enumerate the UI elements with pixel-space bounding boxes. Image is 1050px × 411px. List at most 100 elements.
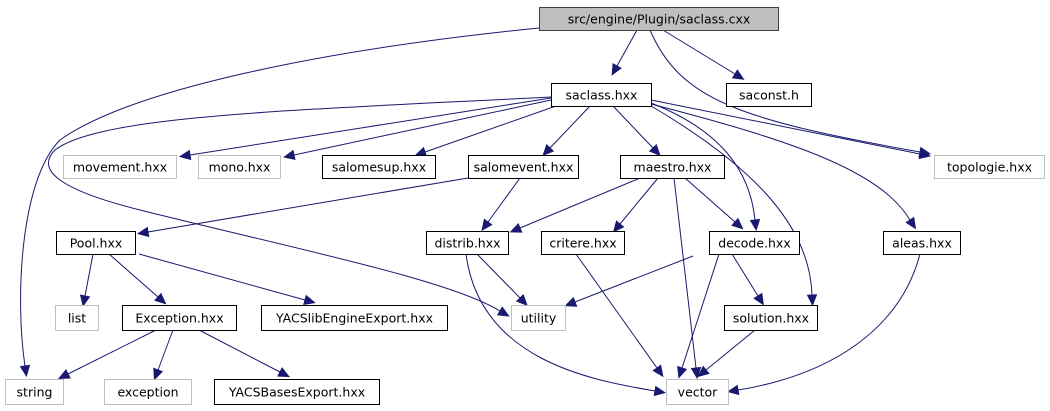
edge-line [20, 27, 540, 367]
edge-line [650, 105, 813, 296]
edge-saclass-hxx-to-topologie-hxx [650, 99, 931, 160]
arrowhead-icon [136, 226, 150, 238]
edge-line [138, 253, 306, 301]
edge-line [424, 105, 557, 153]
arrowhead-icon [806, 294, 818, 307]
node-distrib-hxx[interactable]: distrib.hxx [426, 231, 509, 255]
node-saclass-cxx[interactable]: src/engine/Plugin/saclass.cxx [539, 7, 779, 31]
node-saclass-hxx[interactable]: saclass.hxx [551, 83, 652, 107]
node-box [539, 7, 779, 31]
node-yacslibengineexport-hxx[interactable]: YACSlibEngineExport.hxx [261, 305, 448, 331]
node-label: utility [521, 311, 557, 326]
node-box [214, 379, 380, 405]
node-box [63, 155, 177, 179]
node-critere-hxx[interactable]: critere.hxx [541, 231, 625, 255]
node-label: vector [678, 385, 719, 400]
edge-line [147, 177, 469, 233]
node-box [934, 155, 1045, 179]
node-label: list [68, 311, 86, 326]
node-box [261, 305, 448, 331]
node-decode-hxx[interactable]: decode.hxx [709, 231, 800, 255]
arrowhead-icon [753, 292, 764, 306]
node-yacsbasesexport-hxx[interactable]: YACSBasesExport.hxx [214, 379, 380, 405]
node-label: critere.hxx [549, 236, 616, 251]
edge-line [619, 177, 659, 225]
node-label: salomevent.hxx [474, 160, 574, 175]
node-box [726, 83, 812, 107]
edge-saclass-hxx-to-utility [48, 96, 552, 317]
node-box [5, 379, 64, 405]
node-label: maestro.hxx [634, 160, 712, 175]
node-salomesup-hxx[interactable]: salomesup.hxx [322, 155, 436, 179]
node-exception-hxx[interactable]: Exception.hxx [122, 305, 237, 331]
edge-line [157, 329, 174, 371]
arrowhead-icon [283, 149, 296, 161]
arrowhead-icon [153, 367, 164, 381]
node-solution-hxx[interactable]: solution.hxx [724, 305, 818, 331]
edge-line [662, 29, 736, 75]
node-box [666, 379, 729, 405]
node-saconst-h[interactable]: saconst.h [726, 83, 812, 107]
node-label: mono.hxx [209, 160, 271, 175]
arrowhead-icon [19, 364, 31, 378]
node-box [709, 231, 800, 255]
node-box [198, 155, 281, 179]
edge-line [650, 99, 921, 155]
node-list: list [55, 305, 99, 331]
edge-line [549, 105, 591, 149]
node-box [426, 231, 509, 255]
arrowhead-icon [690, 366, 702, 380]
node-utility: utility [511, 305, 566, 331]
node-mono-hxx: mono.hxx [198, 155, 281, 179]
arrowhead-icon [677, 365, 688, 379]
edge-pool-hxx-to-list [79, 253, 94, 308]
edge-line [575, 253, 658, 369]
edge-line [731, 253, 759, 297]
node-string: string [5, 379, 64, 405]
node-box [468, 155, 579, 179]
edge-saclass-hxx-to-decode-hxx [650, 102, 761, 232]
edge-line [465, 253, 656, 392]
edge-exception-hxx-to-yacsbasesexport-hxx [198, 329, 290, 378]
node-label: Exception.hxx [135, 311, 223, 326]
edge-line [684, 177, 736, 223]
edge-line [67, 329, 157, 375]
node-box [724, 305, 818, 331]
arrowhead-icon [653, 385, 667, 397]
edge-salomevent-hxx-to-pool-hxx [136, 177, 469, 238]
arrowhead-icon [648, 144, 661, 157]
node-label: string [17, 385, 53, 400]
arrowhead-icon [564, 296, 578, 307]
arrowhead-icon [178, 149, 192, 161]
node-box [55, 305, 99, 331]
node-aleas-hxx[interactable]: aleas.hxx [883, 231, 961, 255]
edge-line [487, 177, 521, 223]
node-exception: exception [104, 379, 192, 405]
edge-distrib-hxx-to-utility [476, 253, 528, 307]
edge-line [650, 102, 756, 221]
arrowhead-icon [303, 294, 316, 305]
edge-saclass-hxx-to-salomesup-hxx [414, 105, 557, 157]
edge-maestro-hxx-to-critere-hxx [612, 177, 659, 233]
edge-solution-hxx-to-vector [697, 329, 756, 378]
node-salomevent-hxx[interactable]: salomevent.hxx [468, 155, 579, 179]
arrowhead-icon [918, 148, 931, 160]
edge-line [616, 29, 638, 67]
node-pool-hxx[interactable]: Pool.hxx [56, 231, 136, 255]
edge-distrib-hxx-to-vector [465, 253, 667, 397]
node-label: solution.hxx [733, 311, 809, 326]
node-label: aleas.hxx [892, 236, 952, 251]
arrowhead-icon [414, 146, 428, 157]
arrowhead-icon [652, 364, 664, 378]
edge-line [737, 253, 921, 391]
edge-saclass-hxx-to-mono-hxx [283, 99, 552, 161]
edge-saclass-hxx-to-salomevent-hxx [542, 105, 591, 157]
node-maestro-hxx[interactable]: maestro.hxx [620, 155, 725, 179]
node-label: Pool.hxx [70, 236, 123, 251]
node-box [122, 305, 237, 331]
edge-maestro-hxx-to-distrib-hxx [509, 177, 641, 233]
arrowhead-icon [611, 63, 622, 76]
edge-saclass-hxx-to-maestro-hxx [612, 105, 661, 157]
node-box [551, 83, 652, 107]
edge-salomevent-hxx-to-distrib-hxx [481, 177, 521, 232]
